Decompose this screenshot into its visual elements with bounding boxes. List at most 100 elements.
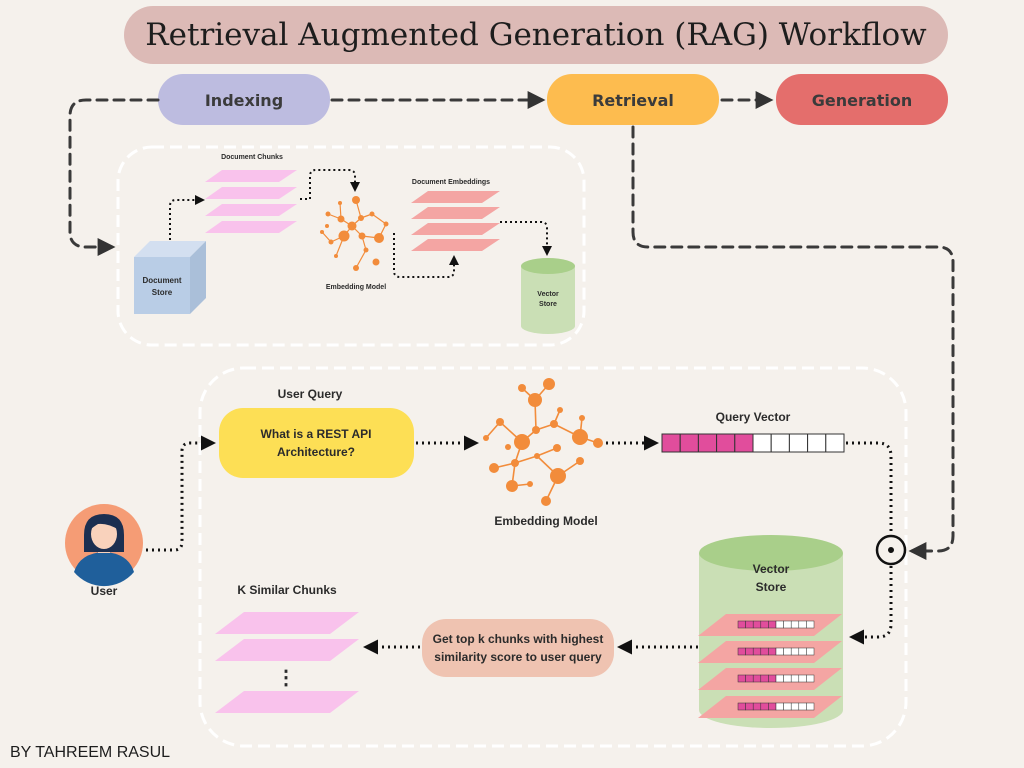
stage-connectors (68, 91, 955, 560)
arrow-store-to-chunks (169, 195, 205, 240)
stored-vector-cell (760, 702, 769, 711)
vector-cell-filled (716, 433, 736, 453)
indexing-flow-arrows (169, 169, 552, 278)
stage-indexing-label: Indexing (205, 91, 283, 110)
query-vector (661, 433, 845, 453)
stage-retrieval: Retrieval (547, 74, 719, 125)
stored-vector-cell (768, 674, 777, 683)
stage-generation: Generation (776, 74, 948, 125)
document-store-label-2: Store (152, 288, 173, 297)
k-similar-chunks-label: K Similar Chunks (237, 583, 337, 597)
embedding (411, 191, 500, 203)
similar-chunk (215, 612, 359, 634)
vector-store-small-label-2: Store (539, 301, 557, 308)
stage-indexing: Indexing (158, 74, 330, 125)
stored-vector-cell (775, 674, 784, 683)
stored-vector-cell (745, 620, 754, 629)
arrow-similarity-to-store (849, 566, 893, 645)
vector-store-large-label-1: Vector (753, 562, 790, 576)
document-store: Document Store (134, 241, 206, 314)
similarity-node (875, 534, 907, 566)
stored-vector-cell (752, 702, 762, 711)
chunk (205, 221, 297, 233)
vector-cell-filled (661, 433, 681, 453)
embedding (411, 207, 500, 219)
embedding-model-large-label: Embedding Model (494, 514, 597, 528)
stored-vector-cell (745, 647, 754, 656)
stored-vector-cell (806, 647, 815, 656)
page-title: Retrieval Augmented Generation (RAG) Wor… (145, 17, 927, 53)
stored-vector-cell (737, 674, 746, 683)
embedding-model-small-label: Embedding Model (326, 284, 386, 291)
stored-vector-cell (775, 620, 784, 629)
arrow-embeddings-to-vector-store (500, 221, 552, 256)
vector-cell-empty (825, 433, 845, 453)
stored-vector-cell (798, 674, 807, 683)
arrow-chunks-to-model (300, 169, 360, 200)
stored-vector-cell (806, 702, 815, 711)
arrow-user-to-query (146, 435, 216, 552)
stored-vector-cell (737, 620, 746, 629)
stored-vector-cell (768, 620, 777, 629)
query-text-line-1: What is a REST API (261, 427, 372, 441)
stored-vector-cell (745, 702, 754, 711)
user-query-label: User Query (278, 387, 343, 401)
stored-vector-cell (783, 702, 792, 711)
vector-store-small: Vector Store (521, 258, 575, 334)
vector-cell-filled (697, 433, 718, 453)
embedding (411, 223, 500, 235)
stored-vector-cell (745, 674, 754, 683)
arrow-retrieval-to-similarity (631, 125, 955, 560)
arrow-vector-to-similarity (846, 441, 893, 534)
stored-vector-cell (752, 647, 762, 656)
top-k-text-line-1: Get top k chunks with highest (433, 632, 604, 646)
vector-cell-empty (752, 433, 772, 453)
stored-embeddings (698, 614, 842, 718)
vector-store-large-label-2: Store (756, 580, 787, 594)
arrow-model-to-embeddings (393, 233, 459, 278)
vector-store-small-label-1: Vector (537, 291, 559, 298)
embedding-model-large: Embedding Model (483, 378, 603, 528)
stored-vector-cell (752, 674, 762, 683)
top-k-box: Get top k chunks with highest similarity… (422, 619, 614, 677)
similar-chunk (215, 691, 359, 713)
stored-vector-cell (783, 620, 792, 629)
document-chunks (205, 170, 297, 233)
vector-store-large: Vector Store (698, 535, 843, 728)
stage-retrieval-label: Retrieval (592, 91, 674, 110)
stored-vector-cell (790, 647, 800, 656)
document-store-label-1: Document (142, 276, 181, 285)
stored-vector-cell (806, 674, 815, 683)
stored-vector-cell (768, 702, 777, 711)
chunk (205, 170, 297, 182)
stored-vector-cell (790, 620, 800, 629)
stage-generation-label: Generation (812, 91, 912, 110)
similar-chunk (215, 639, 359, 661)
chunks-ellipsis: ⋮ (276, 667, 296, 689)
user-query-box: What is a REST API Architecture? (219, 408, 414, 478)
title-banner: Retrieval Augmented Generation (RAG) Wor… (124, 6, 948, 64)
stored-vector-cell (775, 702, 784, 711)
embedding (411, 239, 500, 251)
stored-vector-cell (798, 620, 807, 629)
vector-cell-filled (679, 433, 699, 453)
k-similar-chunks: ⋮ (215, 612, 359, 713)
user-label: User (91, 584, 118, 598)
document-chunks-label: Document Chunks (221, 154, 283, 161)
stored-vector-cell (775, 647, 784, 656)
stored-vector-cell (783, 647, 792, 656)
vector-cell-filled (734, 433, 754, 453)
document-embeddings (411, 191, 500, 251)
stored-vector-cell (760, 620, 769, 629)
stored-vector-cell (798, 702, 807, 711)
stored-vector-cell (752, 620, 762, 629)
stored-vector-cell (798, 647, 807, 656)
vector-cell-empty (770, 433, 790, 453)
chunk (205, 187, 297, 199)
retrieval-flow-arrows (146, 435, 893, 655)
arrow-indexing-to-document-store (68, 98, 160, 256)
stored-vector-cell (760, 647, 769, 656)
chunk (205, 204, 297, 216)
user-avatar: User (65, 504, 143, 598)
stored-vector-cell (737, 647, 746, 656)
